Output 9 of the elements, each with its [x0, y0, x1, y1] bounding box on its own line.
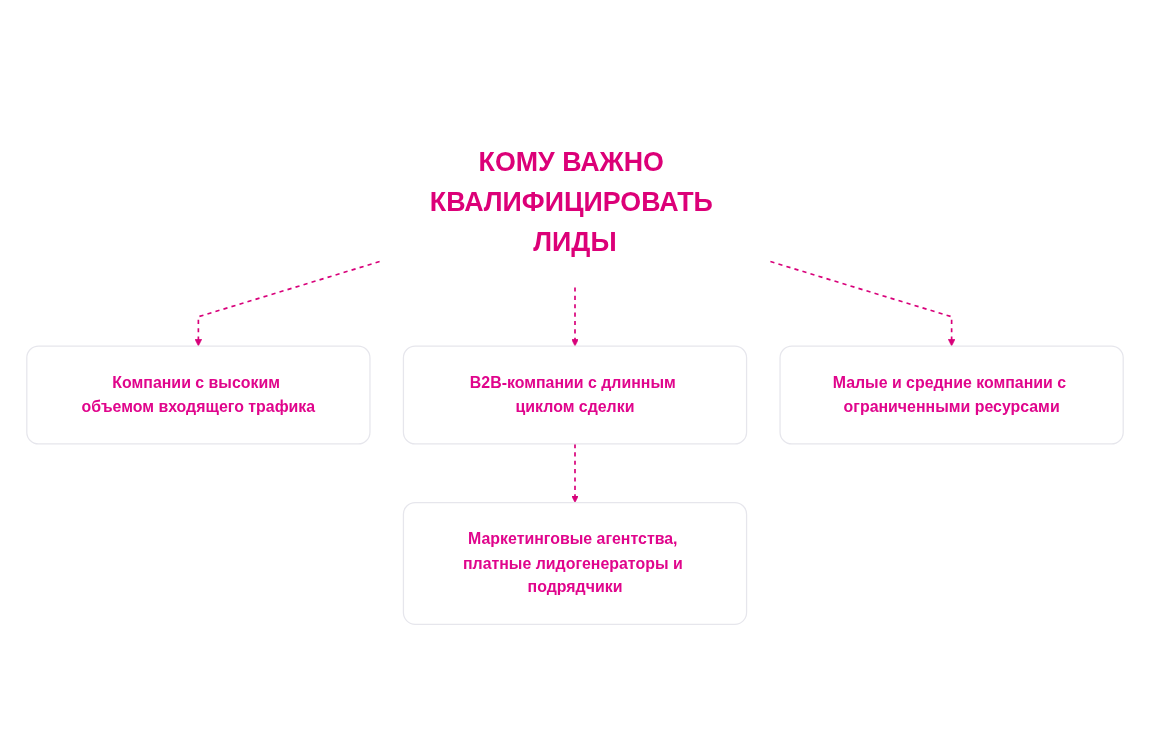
arrow	[571, 286, 579, 346]
arrow	[194, 260, 381, 346]
node-box: Маркетинговые агентства, платные лидогенераторы и подрядчики	[402, 501, 748, 625]
node-box: Компании с высоким объемом входящего трафика	[26, 344, 371, 445]
node-box: Малые и средние компании с ограниченными ресурсами	[779, 344, 1124, 445]
arrow	[571, 442, 579, 503]
node-text: КОМУ ВАЖНО КВАЛИФИЦИРОВАТЬ ЛИДЫ	[429, 146, 713, 257]
arrow	[769, 260, 956, 346]
node-box: B2B-компании с длинным циклом сделки	[402, 344, 748, 445]
